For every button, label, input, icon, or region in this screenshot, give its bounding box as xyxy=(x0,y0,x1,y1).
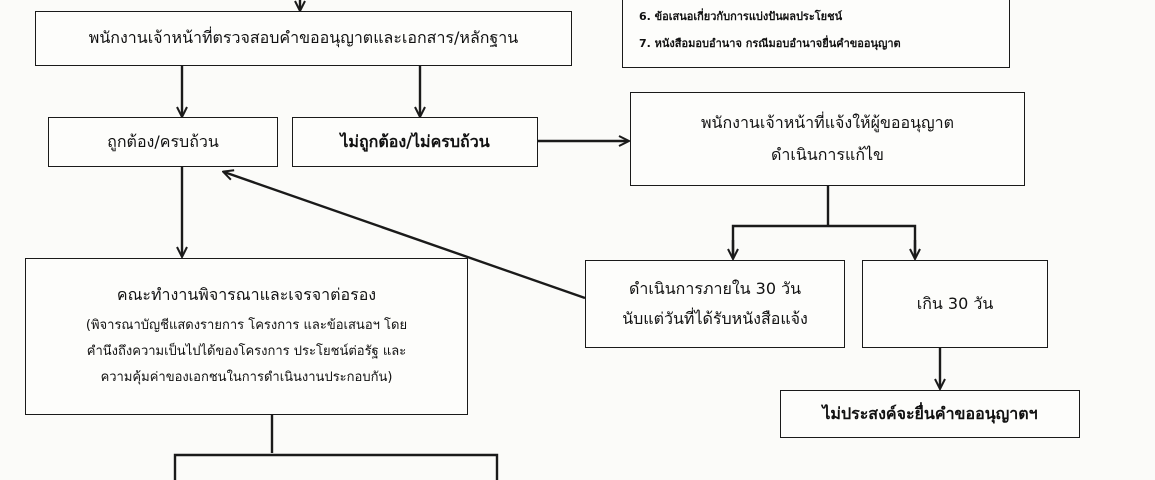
notify-line-1: พนักงานเจ้าหน้าที่แจ้งให้ผู้ขออนุญาต xyxy=(700,113,955,132)
notify-line-2: ดำเนินการแก้ไข xyxy=(771,145,884,164)
officer-check-box: พนักงานเจ้าหน้าที่ตรวจสอบคำขออนุญาตและเอ… xyxy=(35,11,572,66)
over-30-days-box: เกิน 30 วัน xyxy=(862,260,1048,348)
not-intend-label: ไม่ประสงค์จะยื่นคำขออนุญาตฯ xyxy=(822,403,1038,423)
not-intend-box: ไม่ประสงค์จะยื่นคำขออนุญาตฯ xyxy=(780,390,1080,438)
within-30-line-1: ดำเนินการภายใน 30 วัน xyxy=(628,279,802,298)
within-30-days-box: ดำเนินการภายใน 30 วัน นับแต่วันที่ได้รับ… xyxy=(585,260,845,348)
notify-correction-box: พนักงานเจ้าหน้าที่แจ้งให้ผู้ขออนุญาต ดำเ… xyxy=(630,92,1025,186)
committee-box: คณะทำงานพิจารณาและเจรจาต่อรอง (พิจารณาบั… xyxy=(25,258,468,415)
arrow-within30-to-correct xyxy=(224,172,586,300)
over-30-label: เกิน 30 วัน xyxy=(916,293,994,313)
correct-label: ถูกต้อง/ครบถ้วน xyxy=(107,131,219,151)
committee-title: คณะทำงานพิจารณาและเจรจาต่อรอง xyxy=(116,284,377,304)
required-documents-box: 6. ข้อเสนอเกี่ยวกับการแบ่งปันผลประโยชน์ … xyxy=(622,0,1010,68)
officer-check-label: พนักงานเจ้าหน้าที่ตรวจสอบคำขออนุญาตและเอ… xyxy=(88,28,519,47)
next-box-partial-outline xyxy=(173,453,499,480)
committee-detail-1: (พิจารณาบัญชีแสดงรายการ โครงการ และข้อเส… xyxy=(85,317,408,333)
connector-notify-split xyxy=(731,186,917,258)
incorrect-box: ไม่ถูกต้อง/ไม่ครบถ้วน xyxy=(292,117,538,167)
incorrect-label: ไม่ถูกต้อง/ไม่ครบถ้วน xyxy=(340,131,490,151)
correct-box: ถูกต้อง/ครบถ้วน xyxy=(48,117,278,167)
doc-item-6: 6. ข้อเสนอเกี่ยวกับการแบ่งปันผลประโยชน์ xyxy=(639,10,843,23)
committee-detail-3: ความคุ้มค่าของเอกชนในการดำเนินงานประกอบก… xyxy=(100,369,393,385)
within-30-line-2: นับแต่วันที่ได้รับหนังสือแจ้ง xyxy=(622,309,808,328)
committee-detail-2: คำนึงถึงความเป็นไปได้ของโครงการ ประโยชน์… xyxy=(86,343,407,359)
doc-item-7: 7. หนังสือมอบอำนาจ กรณีมอบอำนาจยื่นคำขออ… xyxy=(639,37,901,50)
